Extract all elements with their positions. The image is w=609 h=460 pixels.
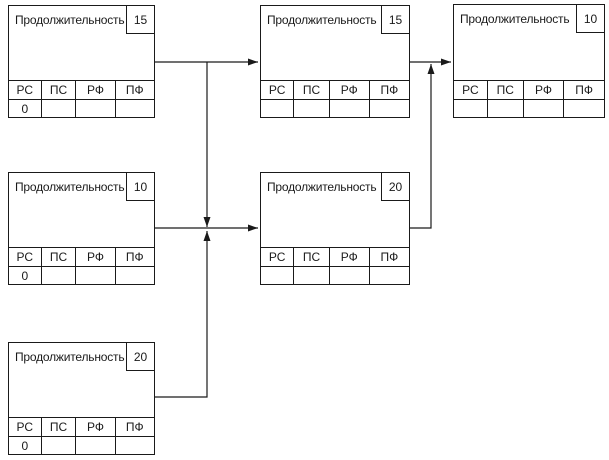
col-header-pf: ПФ xyxy=(125,250,144,264)
cell-rf xyxy=(524,100,565,117)
cell-rf xyxy=(76,267,116,284)
cell-rf xyxy=(76,437,116,454)
schedule-header-row: РС ПС РФ ПФ xyxy=(454,80,604,99)
schedule-table: РС ПС РФ ПФ 0 xyxy=(9,247,154,284)
cell-rs: 0 xyxy=(9,100,42,117)
task-node-top-left: Продолжительность 15 РС ПС РФ ПФ 0 xyxy=(8,5,155,118)
cell-ps xyxy=(42,267,77,284)
duration-value-box: 10 xyxy=(576,5,604,33)
col-header-rs: РС xyxy=(9,81,42,99)
col-header-rs: РС xyxy=(454,81,488,99)
schedule-value-row xyxy=(261,266,409,284)
arrow-middle-middle-up-to-top-junction xyxy=(410,64,435,229)
col-header-pf: ПФ xyxy=(380,250,399,264)
schedule-header-row: РС ПС РФ ПФ xyxy=(9,80,154,99)
duration-label: Продолжительность xyxy=(15,180,125,194)
col-header-ps: ПС xyxy=(294,81,330,99)
col-header-pf: ПФ xyxy=(575,83,593,97)
schedule-value-row xyxy=(261,99,409,117)
schedule-value-row: 0 xyxy=(9,266,154,284)
col-header-rf: РФ xyxy=(524,81,565,99)
cell-pf xyxy=(116,267,154,284)
duration-value-box: 10 xyxy=(126,173,154,201)
duration-value-box: 15 xyxy=(126,6,154,34)
cell-pf xyxy=(116,100,154,117)
col-header-ps: ПС xyxy=(488,81,524,99)
col-header-pf: ПФ xyxy=(380,83,399,97)
cell-ps xyxy=(294,267,330,284)
cell-ps xyxy=(294,100,330,117)
duration-value-box: 20 xyxy=(381,173,409,201)
col-header-rs: РС xyxy=(261,81,295,99)
schedule-header-row: РС ПС РФ ПФ xyxy=(9,247,154,266)
task-node-top-right: Продолжительность 10 РС ПС РФ ПФ xyxy=(453,4,605,118)
col-header-rf: РФ xyxy=(76,248,116,266)
cell-rs: 0 xyxy=(9,267,42,284)
col-header-pf: ПФ xyxy=(125,83,144,97)
schedule-table: РС ПС РФ ПФ xyxy=(261,80,409,117)
col-header-ps: ПС xyxy=(294,248,330,266)
schedule-value-row xyxy=(454,99,604,117)
cell-rs xyxy=(261,100,295,117)
col-header-ps: ПС xyxy=(42,418,77,436)
cell-pf xyxy=(370,267,409,284)
task-node-middle-middle: Продолжительность 20 РС ПС РФ ПФ xyxy=(260,172,410,285)
duration-label: Продолжительность xyxy=(267,13,377,27)
col-header-pf: ПФ xyxy=(125,420,144,434)
cell-rs xyxy=(261,267,295,284)
task-node-bottom-left: Продолжительность 20 РС ПС РФ ПФ 0 xyxy=(8,342,155,455)
duration-label: Продолжительность xyxy=(15,350,125,364)
duration-value-box: 15 xyxy=(381,6,409,34)
duration-value-box: 20 xyxy=(126,343,154,371)
cell-pf xyxy=(370,100,409,117)
col-header-rf: РФ xyxy=(76,81,116,99)
cell-ps xyxy=(488,100,524,117)
col-header-rs: РС xyxy=(9,418,42,436)
schedule-table: РС ПС РФ ПФ 0 xyxy=(9,80,154,117)
cell-rf xyxy=(330,267,370,284)
col-header-rf: РФ xyxy=(330,81,370,99)
task-node-middle-left: Продолжительность 10 РС ПС РФ ПФ 0 xyxy=(8,172,155,285)
cell-pf xyxy=(564,100,604,117)
col-header-rs: РС xyxy=(261,248,295,266)
schedule-value-row: 0 xyxy=(9,436,154,454)
col-header-ps: ПС xyxy=(42,248,77,266)
schedule-table: РС ПС РФ ПФ xyxy=(261,247,409,284)
schedule-value-row: 0 xyxy=(9,99,154,117)
cell-rs: 0 xyxy=(9,437,42,454)
schedule-header-row: РС ПС РФ ПФ xyxy=(261,80,409,99)
cell-rs xyxy=(454,100,488,117)
col-header-rs: РС xyxy=(9,248,42,266)
duration-label: Продолжительность xyxy=(460,12,570,26)
cell-rf xyxy=(76,100,116,117)
duration-label: Продолжительность xyxy=(267,180,377,194)
schedule-table: РС ПС РФ ПФ xyxy=(454,80,604,117)
schedule-table: РС ПС РФ ПФ 0 xyxy=(9,417,154,454)
cell-rf xyxy=(330,100,370,117)
cell-ps xyxy=(42,437,77,454)
schedule-header-row: РС ПС РФ ПФ xyxy=(9,417,154,436)
arrow-bottom-left-up-to-junction xyxy=(155,231,211,398)
cell-pf xyxy=(116,437,154,454)
col-header-ps: ПС xyxy=(42,81,77,99)
col-header-rf: РФ xyxy=(330,248,370,266)
duration-label: Продолжительность xyxy=(15,13,125,27)
schedule-header-row: РС ПС РФ ПФ xyxy=(261,247,409,266)
col-header-rf: РФ xyxy=(76,418,116,436)
task-node-top-middle: Продолжительность 15 РС ПС РФ ПФ xyxy=(260,5,410,118)
cell-ps xyxy=(42,100,77,117)
